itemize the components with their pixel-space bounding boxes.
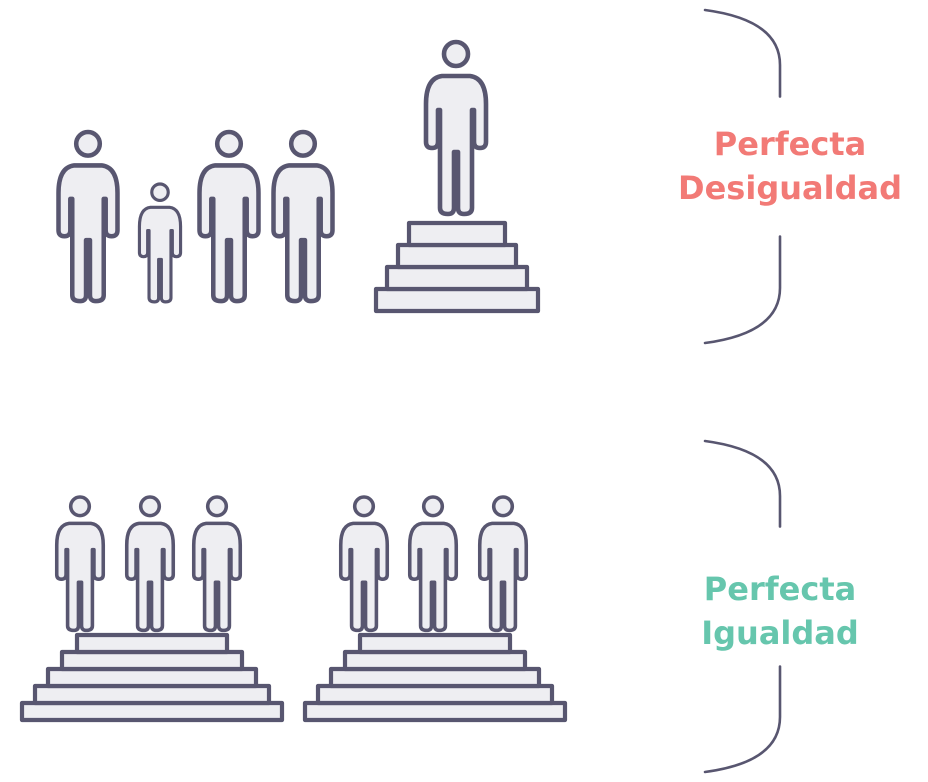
- inequality-label-line-2: Desigualdad: [678, 169, 902, 207]
- person-icon: [197, 129, 261, 304]
- stairs-icon: [373, 220, 541, 314]
- inequality-brace-icon: [703, 8, 782, 345]
- inequality-label-line-1: Perfecta: [713, 125, 867, 163]
- person-icon: [56, 129, 120, 304]
- equality-label-line-2: Igualdad: [701, 614, 859, 652]
- person-icon: [477, 495, 529, 633]
- person-icon: [338, 495, 390, 633]
- child-person-icon: [137, 182, 183, 304]
- person-icon: [54, 495, 106, 633]
- stairs-icon: [302, 632, 568, 723]
- person-icon: [191, 495, 243, 633]
- equality-label: Perfecta Igualdad: [640, 567, 920, 655]
- stairs-icon: [19, 632, 285, 723]
- equality-label-line-1: Perfecta: [703, 570, 857, 608]
- elevated-person-icon: [423, 39, 489, 217]
- person-icon: [407, 495, 459, 633]
- equality-brace-icon: [703, 439, 782, 774]
- person-icon: [124, 495, 176, 633]
- inequality-label: Perfecta Desigualdad: [650, 122, 928, 210]
- person-icon: [271, 129, 335, 304]
